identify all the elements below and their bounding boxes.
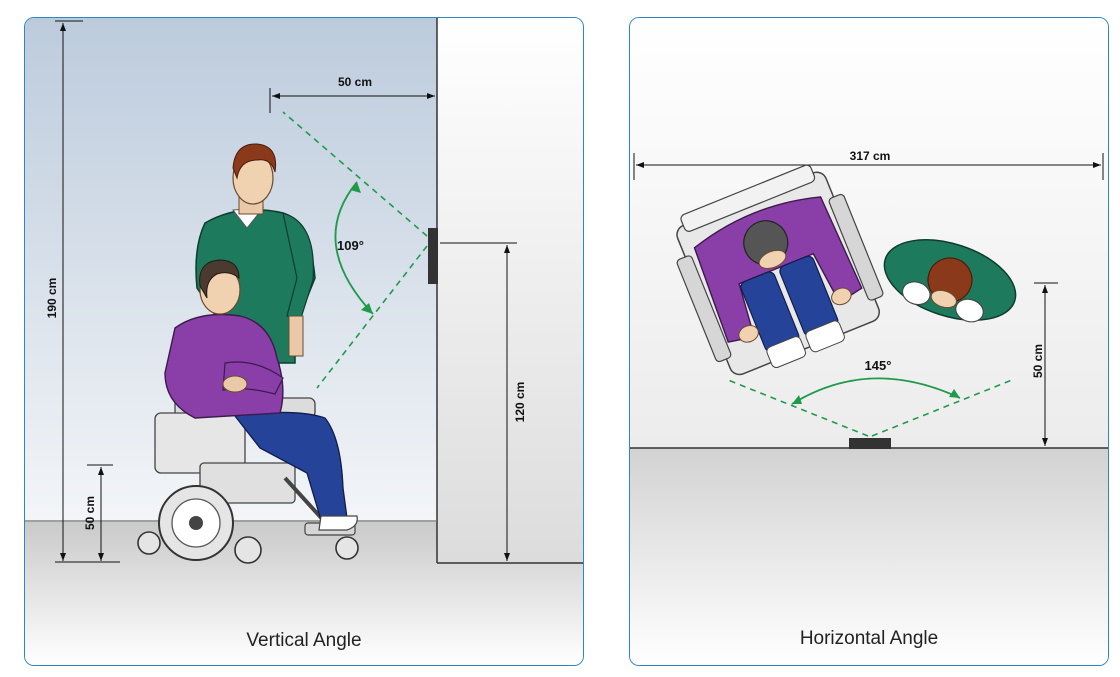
device-top-view: [849, 438, 891, 449]
horizontal-angle-label: 145°: [865, 358, 892, 373]
horizontal-fov-lines: [727, 377, 1013, 437]
vertical-angle-panel: 109°: [24, 17, 584, 666]
vertical-angle-label: 109°: [337, 238, 364, 253]
dim-seat-height: [87, 464, 113, 561]
dim-device-height-label: 120 cm: [513, 382, 527, 423]
dim-offset: [269, 88, 435, 113]
horizontal-angle-panel: 317 cm 50 cm 145°: [629, 17, 1109, 666]
dim-width-label: 317 cm: [850, 149, 891, 163]
dim-seat-height-label: 50 cm: [83, 496, 97, 530]
dim-width: [633, 153, 1104, 180]
side-wall: [437, 18, 583, 563]
device-wall-mounted: [428, 228, 438, 284]
dim-depth: [1034, 282, 1058, 446]
standing-person-top-view: [883, 239, 1017, 323]
wall-area: [630, 448, 1108, 665]
dim-person-height: [55, 20, 120, 563]
horizontal-angle-illustration: 317 cm 50 cm 145°: [630, 18, 1108, 665]
vertical-angle-illustration: 109°: [25, 18, 583, 665]
wheelchair-user: [137, 259, 359, 564]
wheelchair-user-top-view: [676, 164, 884, 376]
dim-person-height-label: 190 cm: [45, 278, 59, 319]
dim-offset-label: 50 cm: [338, 75, 372, 89]
dim-device-height: [440, 242, 517, 561]
vertical-caption: Vertical Angle: [246, 630, 362, 651]
dim-depth-label: 50 cm: [1031, 344, 1045, 378]
horizontal-caption: Horizontal Angle: [799, 628, 939, 649]
vertical-fov-lines: [282, 111, 428, 389]
